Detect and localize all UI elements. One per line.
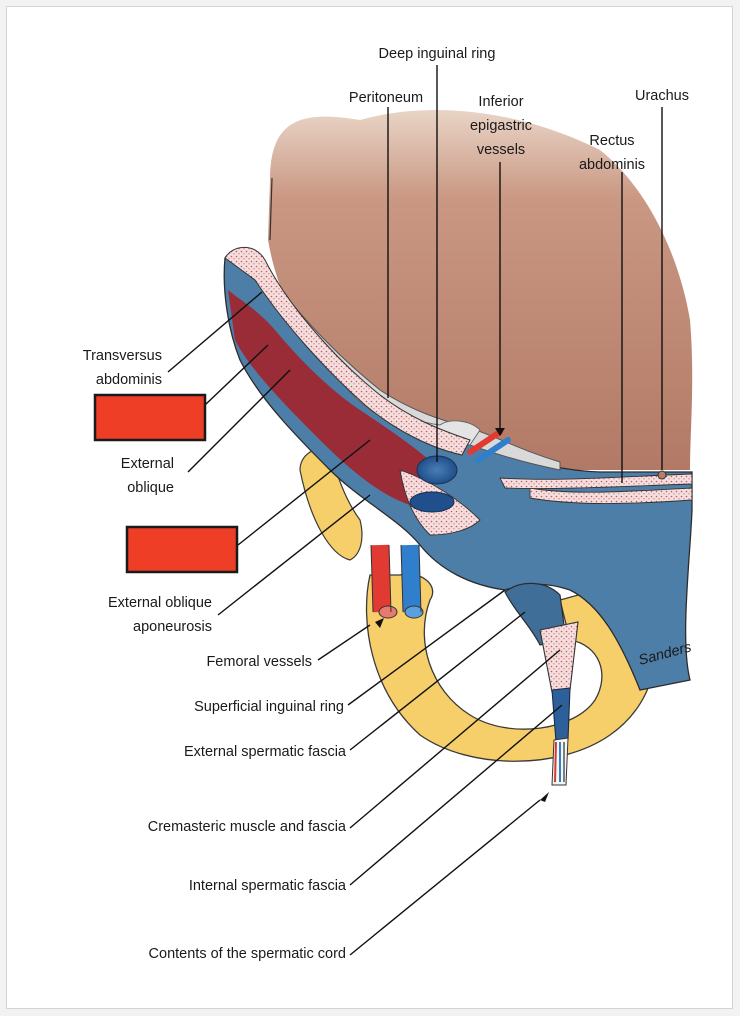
leader-transversus xyxy=(167,291,263,373)
label-transversus-2: abdominis xyxy=(96,372,162,388)
leader-superficial-ring xyxy=(347,589,506,706)
leader-eo-aponeurosis xyxy=(217,494,371,616)
label-superficial-ring: Superficial inguinal ring xyxy=(194,699,344,715)
femoral-artery xyxy=(371,544,391,613)
label-inferior-epigastric-1: Inferior xyxy=(478,94,523,110)
peritoneal-edge xyxy=(269,177,273,241)
femoral-artery-outline xyxy=(370,544,392,613)
label-inferior-epigastric-3: vessels xyxy=(477,142,525,158)
arrow-cord-contents xyxy=(540,792,549,802)
label-transversus-1: Transversus xyxy=(83,348,162,364)
label-cremasteric: Cremasteric muscle and fascia xyxy=(148,819,347,835)
epigastric-artery xyxy=(467,429,503,455)
label-eo-aponeurosis-2: aponeurosis xyxy=(133,619,212,635)
label-peritoneum: Peritoneum xyxy=(349,90,423,106)
rectus-strip xyxy=(529,487,693,504)
label-internal-spermatic: Internal spermatic fascia xyxy=(189,878,347,894)
label-rectus-1: Rectus xyxy=(589,133,634,149)
label-external-oblique-1: External xyxy=(121,456,174,472)
label-rectus-2: abdominis xyxy=(579,157,645,173)
arrow-femoral xyxy=(375,618,384,628)
leader-redacted-2 xyxy=(237,439,371,546)
leader-external-oblique xyxy=(187,369,291,473)
femoral-artery-end xyxy=(378,605,398,619)
femoral-vein-end xyxy=(404,605,424,619)
cord-cremasteric xyxy=(539,621,579,693)
femoral-vein xyxy=(401,544,421,613)
peritoneal-surface xyxy=(268,110,693,470)
label-cord-contents: Contents of the spermatic cord xyxy=(149,946,346,962)
redacted-label-box-2 xyxy=(125,525,239,574)
label-urachus: Urachus xyxy=(635,88,689,104)
label-external-spermatic: External spermatic fascia xyxy=(184,744,347,760)
deep-ring-lower xyxy=(409,491,455,513)
label-deep-inguinal-ring: Deep inguinal ring xyxy=(379,46,496,62)
femoral-vein-outline xyxy=(400,544,422,613)
arrow-epigastric xyxy=(495,428,505,436)
label-eo-aponeurosis-1: External oblique xyxy=(108,595,212,611)
label-inferior-epigastric-2: epigastric xyxy=(470,118,532,134)
leader-redacted-1 xyxy=(204,344,269,406)
muscle-layer-red xyxy=(228,290,440,505)
cord-vessel-red xyxy=(554,741,557,783)
leader-cremasteric xyxy=(349,649,561,829)
leader-external-spermatic xyxy=(349,611,526,751)
urachus-dot xyxy=(657,470,667,480)
rectus-strip-upper xyxy=(499,473,693,489)
muscle-layer-outer xyxy=(224,246,471,456)
leader-cord-contents xyxy=(349,799,541,956)
redacted-label-box-1 xyxy=(93,393,207,442)
leader-femoral xyxy=(317,624,371,661)
label-femoral-vessels: Femoral vessels xyxy=(206,654,312,670)
epigastric-vein xyxy=(475,437,511,463)
inguinal-ligament-ring xyxy=(365,573,656,762)
leader-internal-spermatic xyxy=(349,704,563,886)
label-external-oblique-2: oblique xyxy=(127,480,174,496)
